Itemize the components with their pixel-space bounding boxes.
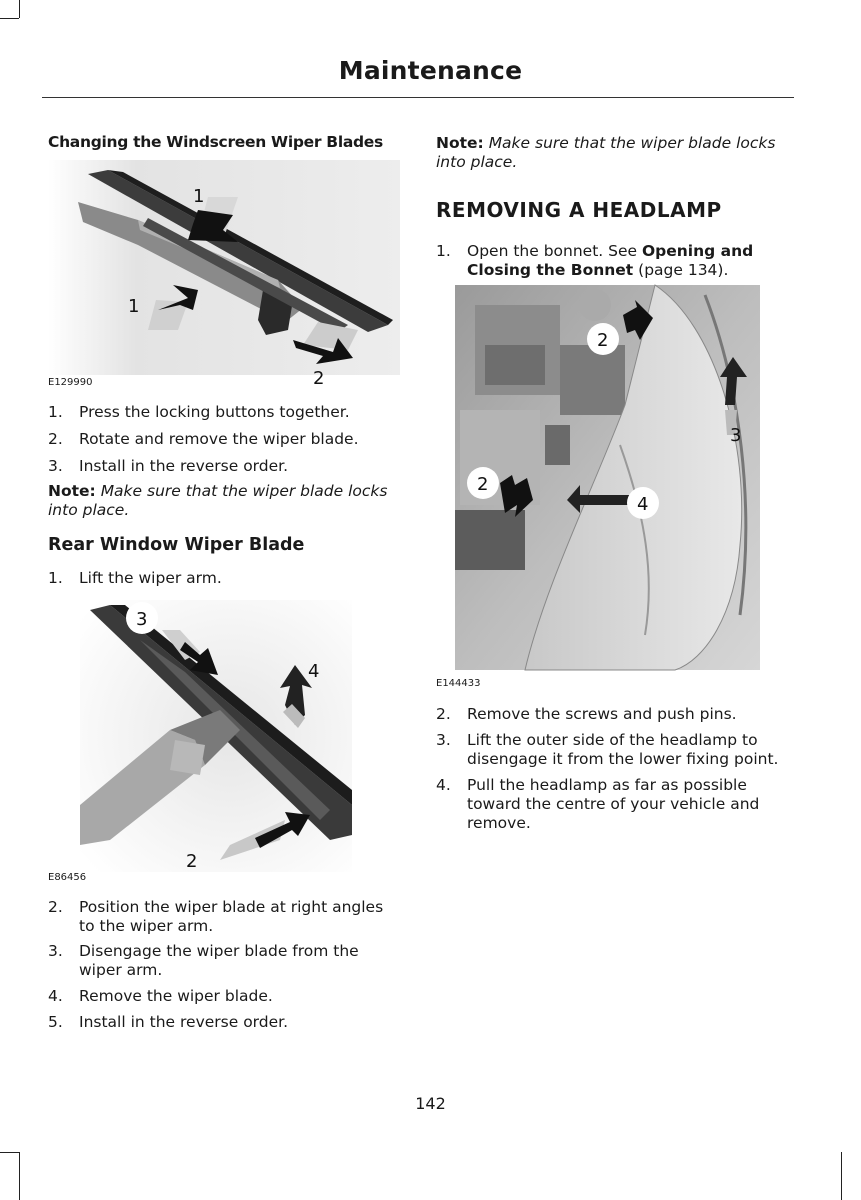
figure-headlamp-removal: 2 3 2 4 [455, 284, 760, 671]
page-number: 142 [415, 1094, 446, 1113]
fig2-callout-4: 4 [308, 661, 319, 682]
steps-list-windscreen: 1. Press the locking buttons together. 2… [48, 403, 359, 475]
steps-list-headlamp-2: 2. Remove the screws and push pins. 3. L… [436, 705, 779, 832]
steps-list-rear-1: 1. Lift the wiper arm. [48, 569, 222, 587]
crop-mark-bottom-right-v [841, 1152, 842, 1200]
fig1-callout-2: 2 [313, 368, 324, 389]
figure-code-e129990: E129990 [48, 377, 93, 388]
figure-rear-wiper-blade: 3 4 2 [80, 600, 352, 872]
figure-code-e144433: E144433 [436, 678, 481, 689]
fig3-callout-3: 3 [730, 425, 741, 446]
fig3-callout-2a: 2 [597, 330, 608, 351]
crop-mark-bottom-left-h [0, 1152, 19, 1153]
fig1-callout-1a: 1 [193, 186, 204, 207]
steps-list-rear-2: 2. Position the wiper blade at right ang… [48, 898, 384, 1031]
link-opening-closing-bonnet[interactable]: Opening and Closing the Bonnet [467, 242, 754, 279]
note-wiper-lock-right: Note: Make sure that the wiper blade loc… [436, 134, 776, 171]
crop-mark-top-left-v [19, 0, 20, 18]
crop-mark-bottom-left-v [19, 1152, 20, 1200]
section-heading-windscreen-wiper: Changing the Windscreen Wiper Blades [48, 133, 383, 151]
figure-windscreen-wiper-blade: 1 1 2 [48, 160, 400, 389]
steps-list-headlamp-1: 1. Open the bonnet. See Opening and Clos… [436, 242, 754, 279]
note-wiper-lock: Note: Make sure that the wiper blade loc… [48, 482, 388, 519]
fig3-callout-2b: 2 [477, 474, 488, 495]
fig2-callout-2: 2 [186, 851, 197, 872]
page-title: Maintenance [338, 56, 523, 85]
section-heading-removing-headlamp: REMOVING A HEADLAMP [436, 198, 722, 222]
header-divider [42, 97, 794, 98]
crop-mark-top-left-h [0, 18, 19, 19]
fig3-callout-4: 4 [637, 494, 648, 515]
fig1-callout-1b: 1 [128, 296, 139, 317]
section-heading-rear-wiper: Rear Window Wiper Blade [48, 535, 305, 555]
fig2-callout-3: 3 [136, 609, 147, 630]
figure-code-e86456: E86456 [48, 872, 87, 883]
